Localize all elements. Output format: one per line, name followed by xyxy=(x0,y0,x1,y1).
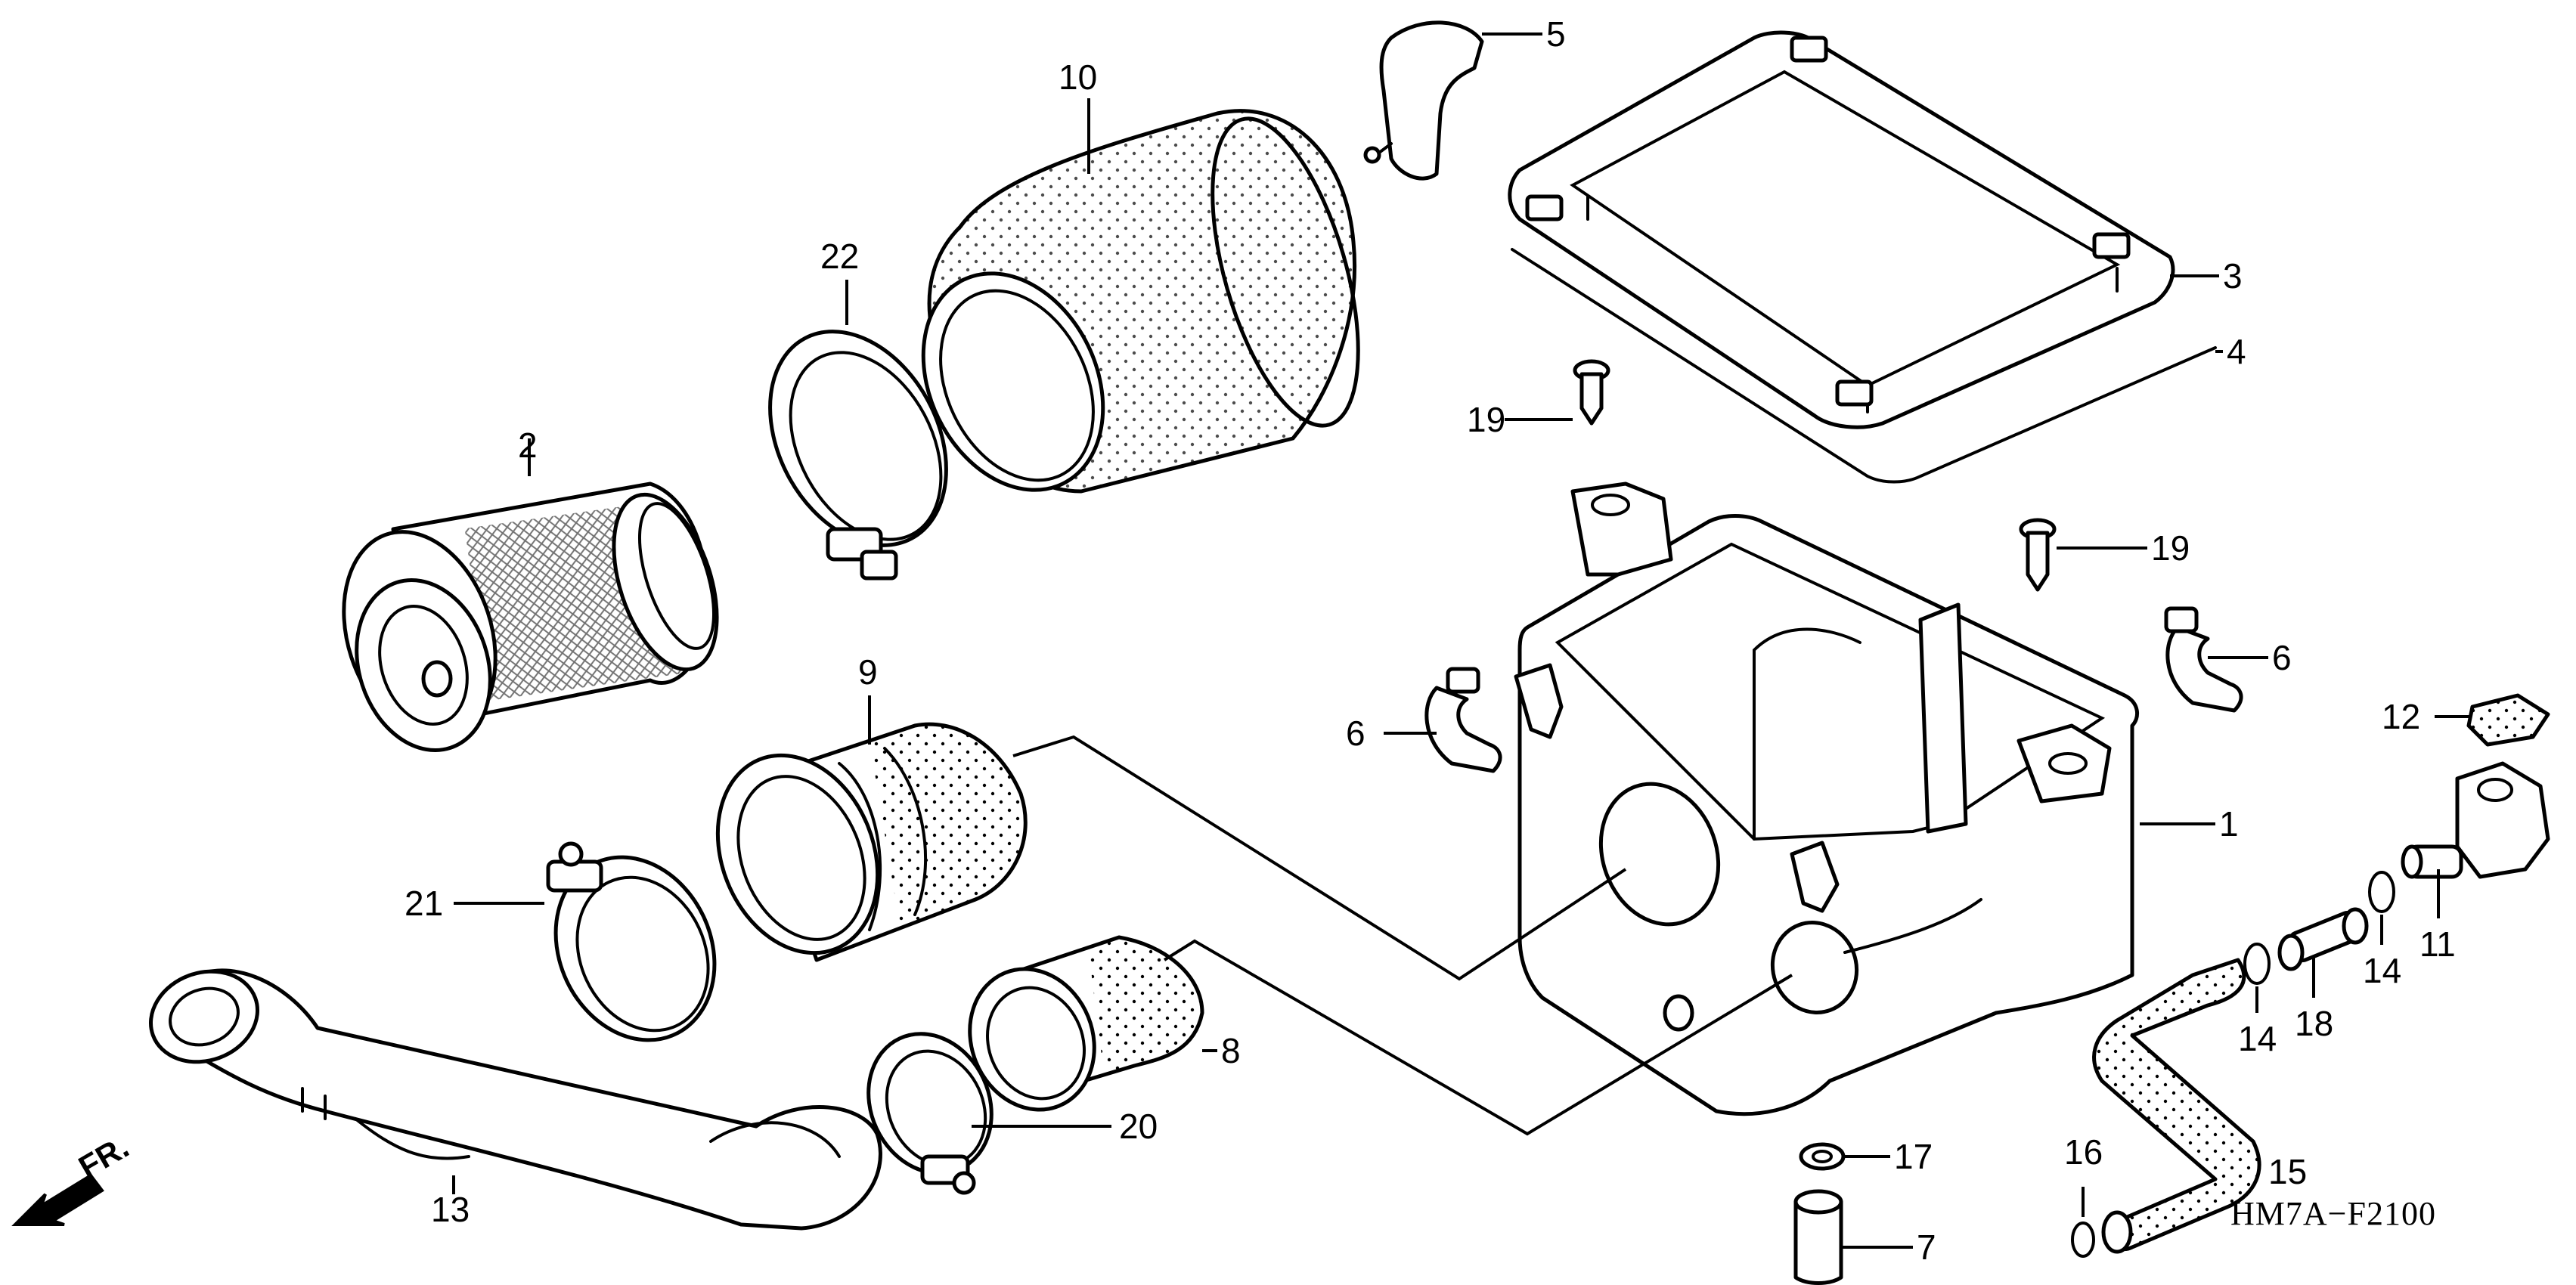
callout-6-right: 6 xyxy=(2272,638,2292,677)
callout-11: 11 xyxy=(2419,924,2456,964)
front-direction-arrow: FR. xyxy=(11,1129,135,1226)
air-cleaner-case-cover xyxy=(1508,30,2175,429)
callout-6-left: 6 xyxy=(1346,714,1365,753)
drawing-code: HM7A−F2100 xyxy=(2230,1195,2436,1232)
callout-20: 20 xyxy=(1119,1107,1158,1146)
fr-label: FR. xyxy=(73,1129,135,1185)
trim-clip-19b xyxy=(2019,518,2057,592)
sponge-pad xyxy=(2466,693,2550,747)
callout-19-right: 19 xyxy=(2151,528,2190,568)
outer-foam-filter xyxy=(921,109,1360,494)
callout-labels: 1 2 3 4 5 6 6 7 8 9 10 11 12 13 14 14 15… xyxy=(405,14,2456,1267)
air-cleaner-case xyxy=(1514,481,2140,1116)
connecting-tube xyxy=(715,722,1028,962)
callout-1: 1 xyxy=(2219,804,2239,844)
joint-boot xyxy=(968,935,1204,1112)
callout-14-lower: 14 xyxy=(2238,1019,2277,1058)
callout-18: 18 xyxy=(2295,1004,2333,1043)
callout-15: 15 xyxy=(2268,1152,2307,1191)
callout-7: 7 xyxy=(1917,1228,1936,1267)
tube-clip-16 xyxy=(2071,1222,2095,1258)
clamp-6-right xyxy=(2164,606,2243,713)
band-clamp-21 xyxy=(546,841,717,1042)
drain-tube xyxy=(2092,958,2261,1254)
inlet-tube xyxy=(148,968,882,1231)
callout-12: 12 xyxy=(2382,697,2420,736)
trim-clip-19a xyxy=(1573,359,1610,426)
drain-tube-plug xyxy=(1793,1189,1843,1285)
callout-14-upper: 14 xyxy=(2363,951,2401,990)
callout-8: 8 xyxy=(1221,1031,1241,1070)
hose-joint xyxy=(2277,907,2369,971)
stay-bracket xyxy=(1363,20,1484,181)
hose-clip-14b xyxy=(2243,943,2271,985)
callout-2: 2 xyxy=(518,426,538,465)
callout-22: 22 xyxy=(820,237,859,276)
cleaner-element xyxy=(342,481,719,752)
callout-5: 5 xyxy=(1546,14,1566,54)
callout-10: 10 xyxy=(1059,57,1097,97)
callout-3: 3 xyxy=(2223,256,2243,296)
callout-17: 17 xyxy=(1894,1137,1933,1176)
callout-9: 9 xyxy=(858,652,878,692)
callout-13: 13 xyxy=(431,1190,470,1229)
assembly-lines xyxy=(1012,735,1793,1136)
band-clamp-22 xyxy=(768,330,948,581)
band-clamp-20 xyxy=(866,1032,994,1195)
clip-17 xyxy=(1799,1142,1846,1171)
callout-leaders xyxy=(452,33,2471,1249)
callout-4: 4 xyxy=(2227,332,2246,371)
drain-plug xyxy=(2401,761,2550,879)
callout-16: 16 xyxy=(2064,1132,2103,1172)
case-seal-packing xyxy=(1511,248,2217,484)
hose-clip-14a xyxy=(2368,871,2395,913)
callout-21: 21 xyxy=(405,884,443,923)
clamp-6-left xyxy=(1424,667,1502,773)
callout-19-left: 19 xyxy=(1467,400,1505,439)
